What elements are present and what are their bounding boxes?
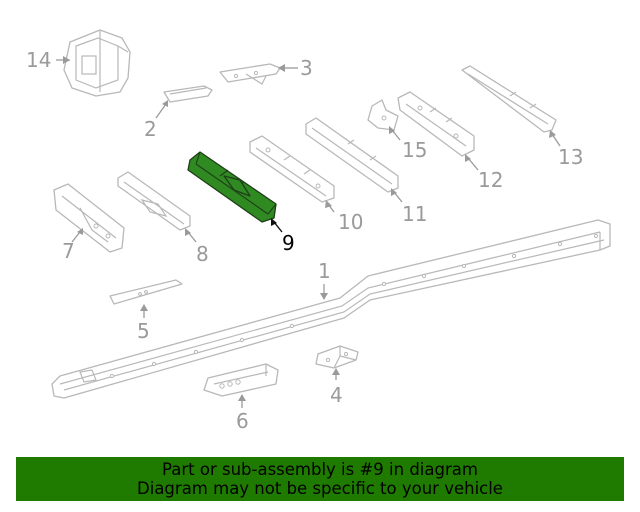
- callout-13: 13: [558, 145, 583, 169]
- callout-2: 2: [144, 117, 157, 141]
- part-7-bracket[interactable]: [53, 183, 125, 253]
- callout-8: 8: [196, 242, 209, 266]
- banner-line-2: Diagram may not be specific to your vehi…: [137, 479, 503, 498]
- part-4-block[interactable]: [315, 345, 359, 369]
- callout-10: 10: [338, 210, 363, 234]
- callout-14: 14: [26, 48, 51, 72]
- callout-3: 3: [300, 56, 313, 80]
- part-15-bracket[interactable]: [367, 99, 399, 131]
- part-14-bracket[interactable]: [63, 29, 131, 97]
- callout-4: 4: [330, 383, 343, 407]
- part-8-crossmember[interactable]: [117, 171, 191, 231]
- callout-7: 7: [62, 239, 75, 263]
- part-13-rail[interactable]: [461, 65, 557, 133]
- callout-1: 1: [318, 259, 331, 283]
- part-6-block[interactable]: [203, 363, 279, 397]
- part-3-bracket[interactable]: [219, 63, 281, 85]
- part-12-rail[interactable]: [397, 91, 475, 157]
- part-9-crossmember-highlighted[interactable]: [187, 151, 277, 223]
- part-10-crossmember[interactable]: [249, 135, 335, 203]
- parts-diagram: 14 3 2 13 12 15: [26, 29, 611, 433]
- callout-11: 11: [402, 202, 427, 226]
- part-1-frame-rail[interactable]: [51, 219, 611, 399]
- part-2-bracket[interactable]: [163, 85, 213, 103]
- callout-15: 15: [402, 138, 427, 162]
- part-5-plate[interactable]: [109, 279, 183, 305]
- banner-line-1: Part or sub-assembly is #9 in diagram: [162, 460, 478, 479]
- info-banner: Part or sub-assembly is #9 in diagram Di…: [16, 457, 624, 501]
- part-11-crossmember[interactable]: [305, 117, 399, 193]
- callout-12: 12: [478, 168, 503, 192]
- callout-9: 9: [282, 231, 295, 255]
- callout-6: 6: [236, 409, 249, 433]
- callout-5: 5: [137, 319, 150, 343]
